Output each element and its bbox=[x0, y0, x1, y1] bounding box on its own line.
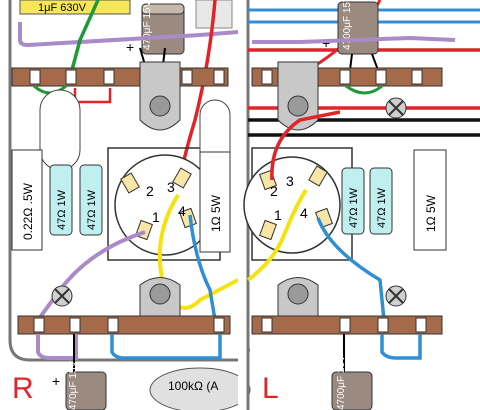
left-pot-label: 100kΩ (A bbox=[168, 379, 218, 393]
left-resistor-1ohm bbox=[199, 151, 231, 253]
left-pin-4: 4 bbox=[178, 203, 186, 219]
right-yellow-wire bbox=[246, 188, 308, 282]
right-blue-wire bbox=[316, 217, 386, 321]
svg-text:47Ω 1W: 47Ω 1W bbox=[56, 189, 68, 230]
right-electrolytic-top: 4700μF 15V + bbox=[322, 0, 379, 55]
right-pin-3: 3 bbox=[286, 173, 294, 189]
left-blue-loop-bottom bbox=[110, 334, 222, 360]
svg-text:47Ω 1W: 47Ω 1W bbox=[348, 187, 360, 228]
svg-text:+: + bbox=[52, 373, 60, 389]
left-red-jumper bbox=[73, 88, 112, 104]
right-pin-2: 2 bbox=[270, 183, 278, 199]
left-panel: 1μF 630V 470μF 15V + bbox=[8, 0, 251, 410]
right-resistor-47-b: 47Ω 1W bbox=[369, 167, 393, 235]
left-electrolytic-label: 470μF 15V bbox=[142, 1, 153, 50]
left-blue-wire bbox=[188, 214, 217, 321]
svg-text:+: + bbox=[126, 39, 134, 55]
left-pin-2: 2 bbox=[146, 183, 154, 199]
right-panel: 4700μF 15V + bbox=[243, 0, 480, 410]
left-resistor-1ohm-label: 1Ω 5W bbox=[209, 194, 223, 232]
left-purple-wire-top bbox=[18, 22, 239, 48]
left-resistor-vertical-label: 0.22Ω .5W bbox=[21, 182, 35, 240]
svg-text:47Ω 1W: 47Ω 1W bbox=[86, 189, 98, 230]
left-top-terminal-strip bbox=[11, 67, 229, 87]
right-pin-4: 4 bbox=[300, 205, 308, 221]
left-resistor-vertical bbox=[11, 149, 43, 251]
left-purple-loop-bottom bbox=[36, 334, 78, 360]
right-pin-1: 1 bbox=[274, 207, 282, 223]
right-resistor-1ohm-label: 1Ω 5W bbox=[424, 194, 438, 232]
left-bottom-terminal-strip bbox=[17, 315, 231, 335]
left-electrolytic-bottom: 470μF 15V + bbox=[52, 361, 107, 410]
left-electrolytic-capacitor: 470μF 15V + bbox=[126, 1, 185, 55]
left-pin-3: 3 bbox=[167, 179, 175, 195]
left-top-cap-label: 1μF 630V bbox=[38, 2, 87, 14]
left-film-capacitor bbox=[19, 0, 131, 15]
left-tube-socket: 2 3 1 4 bbox=[39, 89, 231, 261]
left-resistor-47-a: 47Ω 1W bbox=[49, 164, 73, 236]
right-channel-label: L bbox=[262, 372, 279, 405]
left-green-wire-top bbox=[70, 0, 100, 71]
svg-text:4700μF 15V: 4700μF 15V bbox=[336, 355, 347, 410]
svg-text:470μF 15V: 470μF 15V bbox=[68, 361, 79, 410]
svg-text:4700μF 15V: 4700μF 15V bbox=[342, 0, 353, 50]
right-resistor-1ohm bbox=[413, 149, 447, 251]
left-resistor-47-b: 47Ω 1W bbox=[79, 164, 103, 236]
left-potentiometer bbox=[149, 367, 251, 410]
right-resistor-47-a: 47Ω 1W bbox=[341, 167, 365, 235]
svg-text:47Ω 1W: 47Ω 1W bbox=[376, 187, 388, 228]
right-electrolytic-bottom: 4700μF 15V bbox=[331, 355, 373, 410]
left-pin-1: 1 bbox=[152, 209, 160, 225]
left-chassis-edge bbox=[8, 0, 238, 362]
panel-divider bbox=[238, 0, 248, 410]
left-channel-label: R bbox=[12, 372, 34, 405]
